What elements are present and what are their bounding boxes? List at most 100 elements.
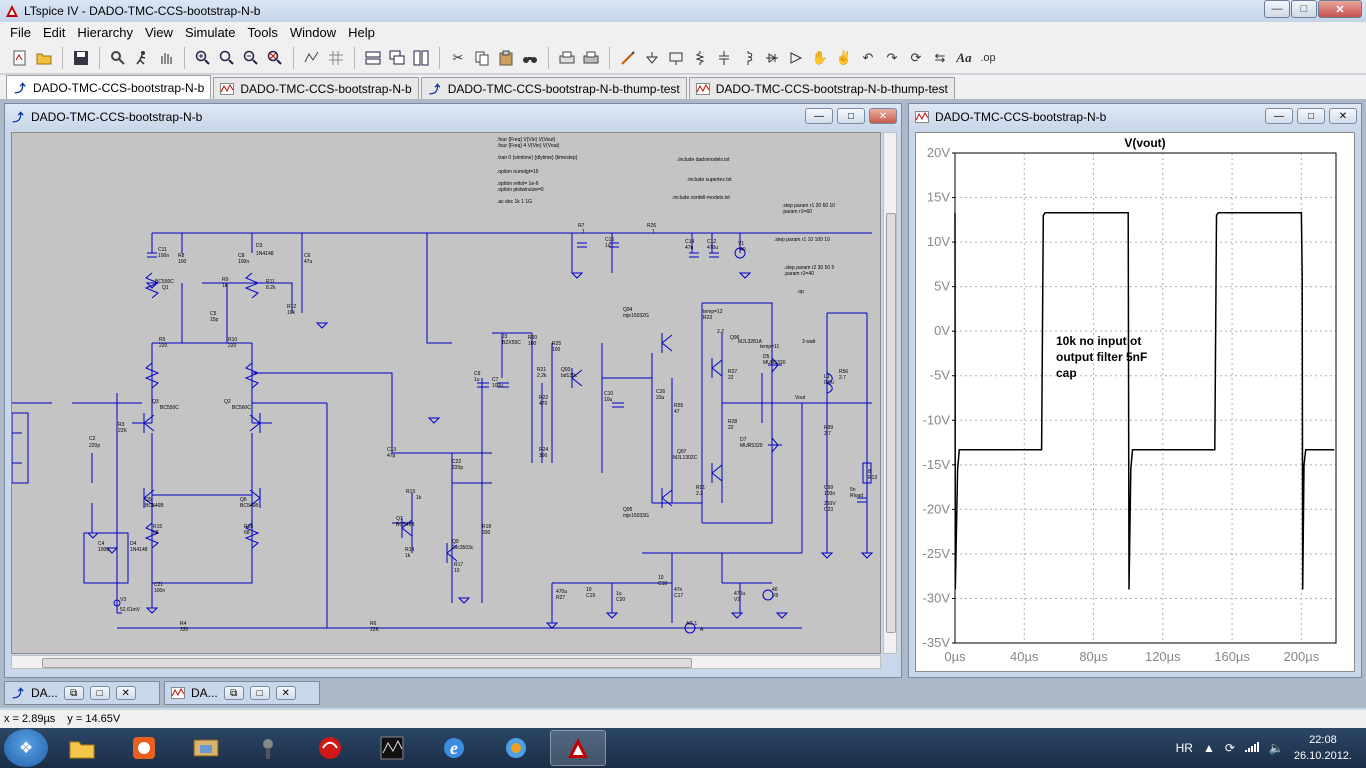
component-label[interactable]: 1 [582,229,585,235]
component-label[interactable]: R99 [824,425,833,431]
spice-directive[interactable]: .tran 0 {simtime} {dlytime} {timestep} [497,155,578,161]
component-label[interactable]: R5 [159,337,166,343]
component-label[interactable]: 5n [850,487,856,493]
component-label[interactable]: C5 [210,311,217,317]
component-label[interactable]: C7 [492,377,499,383]
component-label[interactable]: 15p [210,317,219,323]
resistor-icon[interactable] [690,48,710,68]
start-button[interactable]: ❖ [4,729,48,767]
component-label[interactable]: BC546B [240,503,259,509]
language-indicator[interactable]: HR [1175,741,1193,755]
component-label[interactable]: 47p [387,453,396,459]
component-label[interactable]: 100 [552,347,561,353]
component-label[interactable]: C14 [685,239,694,245]
component-label[interactable]: R4 [180,621,187,627]
run-icon[interactable] [132,48,152,68]
component-label[interactable]: 2.2 [696,491,703,497]
maximize-button[interactable]: □ [1291,0,1317,18]
component-label[interactable]: 1 [652,229,655,235]
scrollbar-thumb[interactable] [886,213,896,633]
component-label[interactable]: 22K [370,627,380,633]
component-label[interactable]: Q96 [730,335,740,341]
component-label[interactable]: Q9 [452,539,459,545]
component-label[interactable]: 52.61mV [120,607,141,613]
component-label[interactable]: Rload [850,493,863,499]
spice-directive[interactable]: .include dadomodels.txt [677,157,730,163]
component-label[interactable]: R27 [728,369,737,375]
component-label[interactable]: 68 [244,530,250,536]
ground-icon[interactable] [642,48,662,68]
tile-vertical-icon[interactable] [411,48,431,68]
component-label[interactable]: 8.2k [266,285,276,291]
spice-directive[interactable]: .step param r1 10 100 10 [774,237,830,243]
zoom-pan-icon[interactable] [217,48,237,68]
component-icon[interactable] [786,48,806,68]
component-label[interactable]: 22 [728,375,734,381]
minimize-button[interactable]: — [1264,0,1290,18]
component-label[interactable]: 100u [98,547,109,553]
component-label[interactable]: R91 [696,485,705,491]
component-label[interactable]: R19 [406,489,415,495]
autorange-icon[interactable] [302,48,322,68]
oscilloscope-app-icon[interactable] [364,730,420,766]
component-label[interactable]: R7 [578,223,585,229]
spice-directive[interactable]: .step param r1 20 60 10 [782,203,835,209]
component-label[interactable]: R27 [556,595,565,601]
component-label[interactable]: C2 [89,436,96,442]
component-label[interactable]: 220p [89,443,100,449]
component-label[interactable]: Q2 [224,399,231,405]
waveform-close-button[interactable]: ✕ [1329,108,1357,124]
schematic-vertical-scrollbar[interactable] [883,132,897,654]
zoom-out-icon[interactable] [241,48,261,68]
close-button[interactable]: ✕ [115,686,136,700]
spice-directive[interactable]: .four {Freq} V(Vin) V(Vout) [497,137,556,143]
component-label[interactable]: C23 [824,507,833,513]
component-label[interactable]: 22 [728,425,734,431]
component-label[interactable]: 10 [454,568,460,574]
inductor-icon[interactable] [738,48,758,68]
zoom-fit-icon[interactable] [265,48,285,68]
media-center-icon[interactable] [116,730,172,766]
component-label[interactable]: R6 [370,621,377,627]
component-label[interactable]: 3 watt [802,339,816,345]
component-label[interactable]: 40 [740,247,746,253]
component-label[interactable]: 68 [153,530,159,536]
component-label[interactable]: MUR5320 [740,443,763,449]
component-label[interactable]: 220p [452,465,463,471]
clock[interactable]: 22:08 26.10.2012. [1294,732,1352,764]
menu-edit[interactable]: Edit [42,24,66,40]
component-label[interactable]: R3 [118,422,125,428]
restore-button[interactable]: ⧉ [223,686,244,700]
component-label[interactable]: BZX55C [502,340,521,346]
component-label[interactable]: R18 [482,524,491,530]
waveform-minimize-button[interactable]: — [1265,108,1293,124]
ltspice-taskbar-icon[interactable] [550,730,606,766]
save-icon[interactable] [71,48,91,68]
component-label[interactable]: Q1 [162,285,169,291]
component-label[interactable]: R24 [539,447,548,453]
component-label[interactable]: 390 [539,453,548,459]
component-label[interactable]: C26 [656,389,665,395]
component-label[interactable]: 1k [416,495,422,501]
paste-icon[interactable] [496,48,516,68]
component-label[interactable]: Q97 [677,449,687,455]
component-label[interactable]: 100n [158,253,169,259]
restore-button[interactable]: ⧉ [63,686,84,700]
component-label[interactable]: C12 [707,239,716,245]
close-button[interactable]: ✕ [1318,0,1362,18]
component-label[interactable]: C16 [605,237,614,243]
component-label[interactable]: BC550C [155,279,174,285]
component-label[interactable]: mje15033G [623,513,649,519]
mirror-icon[interactable]: ⇆ [934,49,946,65]
component-label[interactable]: 22K [118,428,128,434]
component-label[interactable]: 2sc3503c [452,545,474,551]
halt-icon[interactable] [156,48,176,68]
text-icon[interactable]: Aa [956,49,972,65]
component-label[interactable]: R28 [728,419,737,425]
schematic-horizontal-scrollbar[interactable] [11,655,881,669]
component-label[interactable]: R25 [552,341,561,347]
component-label[interactable]: A [700,627,704,633]
component-label[interactable]: C20 [616,597,625,603]
copy-icon[interactable] [472,48,492,68]
component-label[interactable]: C9 [474,371,481,377]
